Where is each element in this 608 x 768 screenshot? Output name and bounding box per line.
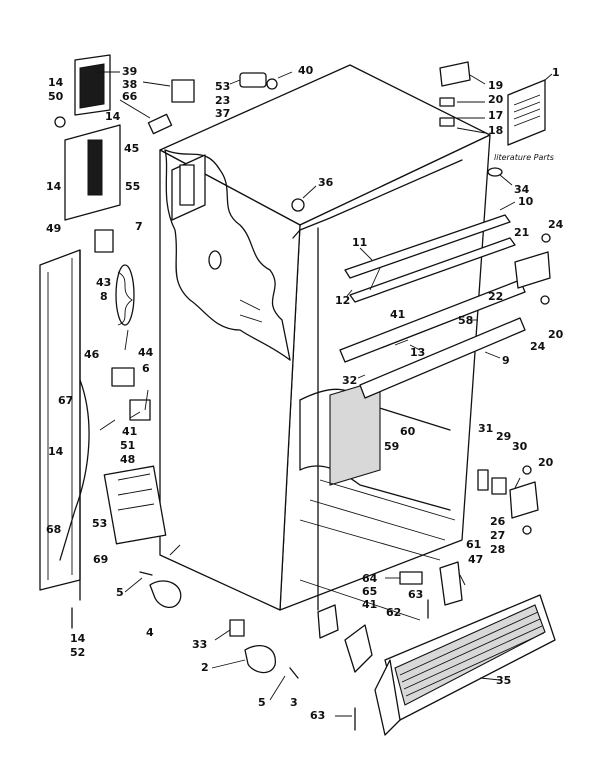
callout-11: 11 — [352, 236, 367, 249]
callout-2: 2 — [201, 661, 209, 674]
callout-14: 14 — [105, 110, 121, 123]
callout-38: 38 — [122, 78, 137, 91]
callout-63: 63 — [408, 588, 423, 601]
callout-60: 60 — [400, 425, 416, 438]
callout-12: 12 — [335, 294, 350, 307]
callout-28: 28 — [490, 543, 505, 556]
leader-lines — [98, 71, 553, 717]
callout-14: 14 — [48, 76, 64, 89]
callout-62: 62 — [386, 606, 401, 619]
callout-36: 36 — [318, 176, 334, 189]
callout-30: 30 — [512, 440, 528, 453]
callout-41: 41 — [390, 308, 405, 321]
callout-18: 18 — [488, 124, 503, 137]
callout-23: 23 — [215, 94, 230, 107]
top-rail — [339, 214, 526, 399]
callout-31: 31 — [478, 422, 493, 435]
callout-24: 24 — [548, 218, 564, 231]
callout-43: 43 — [96, 276, 111, 289]
callout-39: 39 — [122, 65, 137, 78]
callout-63: 63 — [310, 709, 325, 722]
callout-3: 3 — [290, 696, 298, 709]
callout-17: 17 — [488, 109, 503, 122]
callout-20: 20 — [538, 456, 554, 469]
callout-40: 40 — [298, 64, 314, 77]
callout-37: 37 — [215, 107, 230, 120]
callout-7: 7 — [135, 220, 143, 233]
callout-69: 69 — [93, 553, 108, 566]
callout-49: 49 — [46, 222, 61, 235]
control-housing — [54, 54, 173, 421]
callout-14: 14 — [46, 180, 62, 193]
callout-47: 47 — [468, 553, 483, 566]
callout-41: 41 — [122, 425, 137, 438]
callout-6: 6 — [142, 362, 150, 375]
callout-20: 20 — [488, 93, 504, 106]
callout-52: 52 — [70, 646, 85, 659]
callout-27: 27 — [490, 529, 505, 542]
callout-14: 14 — [70, 632, 86, 645]
callout-44: 44 — [138, 346, 154, 359]
callout-46: 46 — [84, 348, 100, 361]
callout-26: 26 — [490, 515, 506, 528]
callout-50: 50 — [48, 90, 64, 103]
callout-10: 10 — [518, 195, 534, 208]
callout-34: 34 — [514, 183, 530, 196]
callout-58: 58 — [458, 314, 473, 327]
callout-61: 61 — [466, 538, 481, 551]
callout-19: 19 — [488, 79, 503, 92]
callout-5: 5 — [258, 696, 266, 709]
callout-13: 13 — [410, 346, 425, 359]
callout-22: 22 — [488, 290, 503, 303]
callout-64: 64 — [362, 572, 378, 585]
hardware-parts — [71, 61, 551, 731]
callout-1: 1 — [552, 66, 560, 79]
callout-48: 48 — [120, 453, 135, 466]
callout-66: 66 — [122, 90, 138, 103]
callout-9: 9 — [502, 354, 510, 367]
callout-8: 8 — [100, 290, 108, 303]
callout-53: 53 — [215, 80, 230, 93]
callout-29: 29 — [496, 430, 511, 443]
callout-51: 51 — [120, 439, 135, 452]
callout-5: 5 — [116, 586, 124, 599]
callout-20: 20 — [548, 328, 564, 341]
callout-21: 21 — [514, 226, 529, 239]
callout-65: 65 — [362, 585, 377, 598]
front-grille — [374, 594, 556, 736]
cabinet — [159, 64, 491, 621]
callout-68: 68 — [46, 523, 61, 536]
callout-55: 55 — [125, 180, 140, 193]
callout-35: 35 — [496, 674, 511, 687]
callout-14: 14 — [48, 445, 64, 458]
callout-59: 59 — [384, 440, 399, 453]
callout-53: 53 — [92, 517, 107, 530]
callout-4: 4 — [146, 626, 154, 639]
literature-parts-label: literature Parts — [494, 153, 554, 162]
callout-41: 41 — [362, 598, 377, 611]
callout-33: 33 — [192, 638, 207, 651]
callout-24: 24 — [530, 340, 546, 353]
callout-32: 32 — [342, 374, 357, 387]
callout-labels: 14 50 39 38 66 14 45 53 23 37 40 19 20 1… — [46, 64, 564, 722]
left-side-trough — [39, 249, 167, 601]
callout-67: 67 — [58, 394, 73, 407]
callout-45: 45 — [124, 142, 139, 155]
